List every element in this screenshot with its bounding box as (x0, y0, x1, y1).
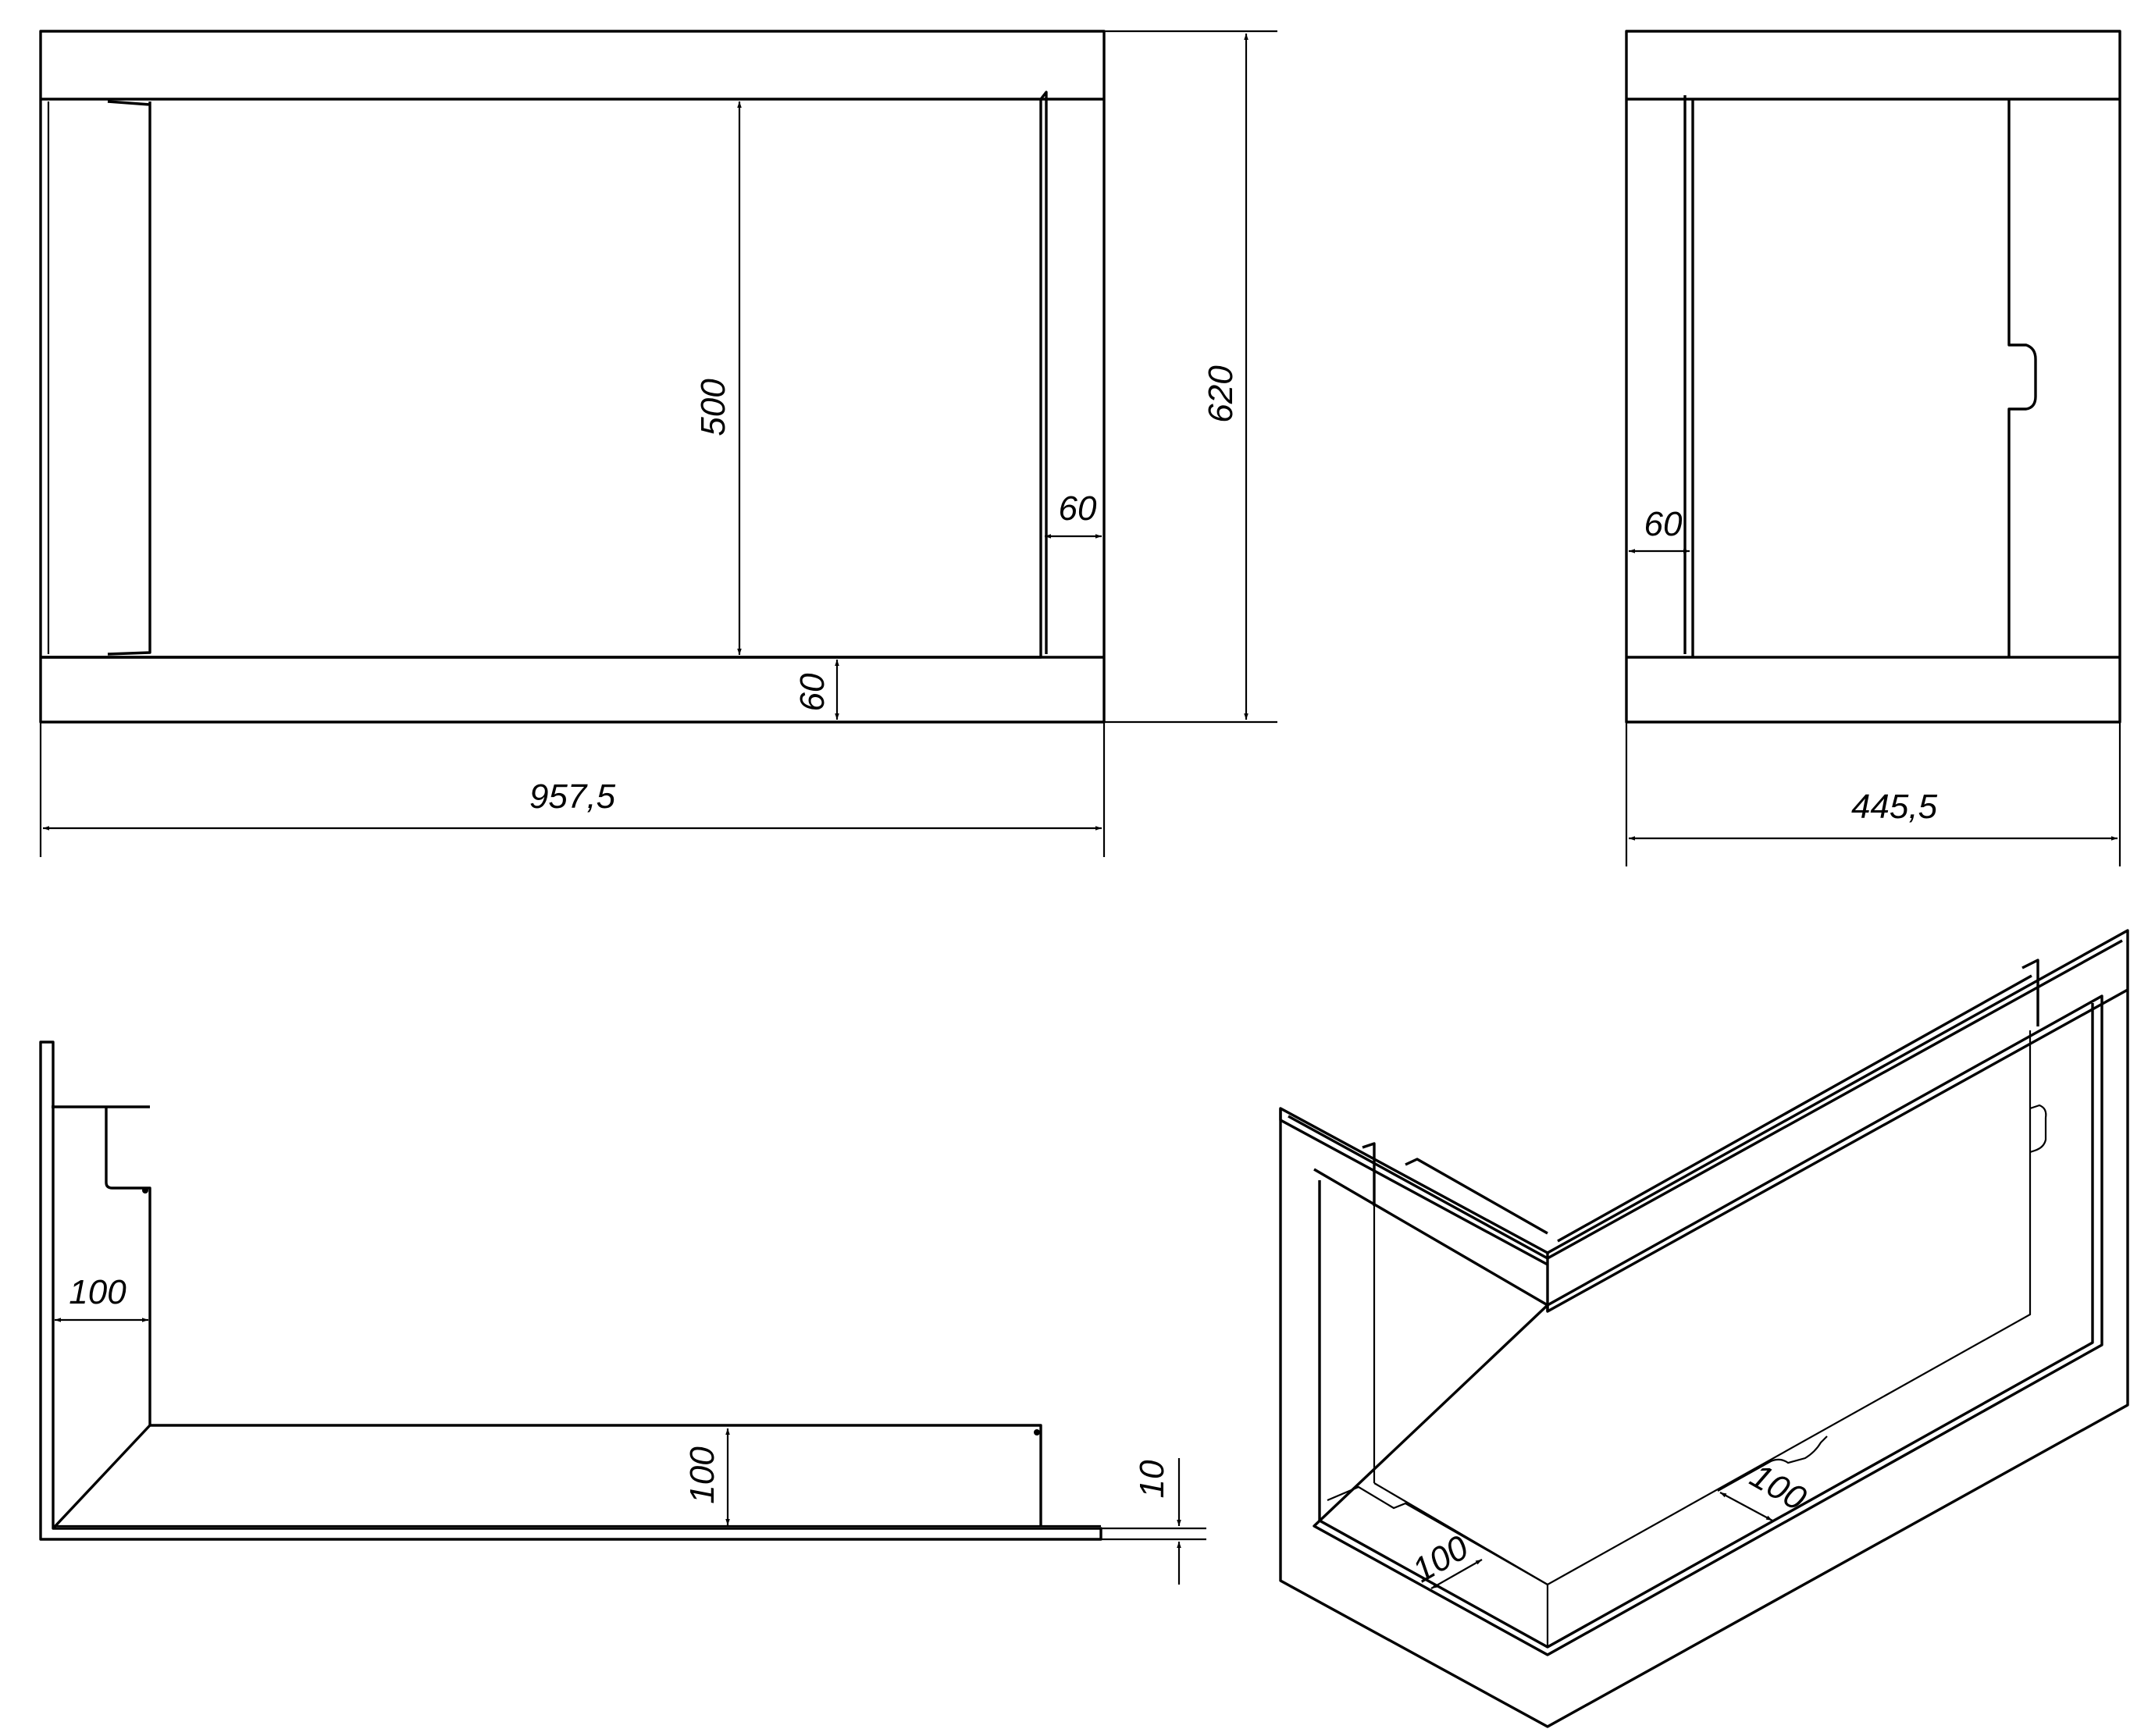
dim-label-957-5: 957,5 (529, 777, 616, 816)
dim-label-620: 620 (1202, 365, 1240, 423)
side-right-flange (2007, 99, 2037, 657)
plan-screw-top (142, 1187, 148, 1194)
iso-floor-left (1327, 1485, 1548, 1585)
front-inner-opening (41, 91, 1048, 659)
front-left-flange (107, 100, 151, 656)
iso-right-back-flange (1557, 959, 2039, 1243)
plan-corner-mitre (52, 1424, 151, 1530)
front-view: 500 60 60 620 957,5 (39, 30, 1277, 857)
iso-right-notch (2029, 1104, 2047, 1154)
dim-label-500: 500 (694, 379, 732, 436)
dim-label-100-left: 100 (69, 1273, 126, 1311)
dim-label-iso-100-right: 100 (1744, 1457, 1813, 1518)
side-outer-frame (1625, 30, 2121, 724)
dim-label-60-right: 60 (1059, 489, 1097, 528)
dim-label-100-front: 100 (683, 1446, 721, 1504)
plan-view: 100 100 10 (39, 1041, 1206, 1585)
iso-outer-frame (1279, 929, 2129, 1728)
plan-screw-bottom (1034, 1429, 1040, 1435)
side-inner-opening (1683, 95, 1694, 657)
front-outer-frame (39, 30, 1106, 724)
dim-line-iso-100-left (1430, 1559, 1483, 1589)
dim-line-iso-100-right (1719, 1492, 1773, 1521)
iso-left-back-flange (1362, 1142, 1548, 1235)
iso-outer-frame-front (1279, 988, 2128, 1313)
plan-outer-corner (39, 1041, 1102, 1541)
iso-top-edge (1288, 939, 2123, 1260)
dim-label-60-side: 60 (1644, 505, 1683, 543)
dim-label-445-5: 445,5 (1851, 788, 1938, 826)
iso-bottom-notch (1717, 1435, 1828, 1492)
dim-label-10: 10 (1133, 1460, 1171, 1498)
plan-inner-flange (52, 1105, 1042, 1526)
isometric-view: 100 100 (1279, 929, 2129, 1728)
iso-back-wall (1373, 1030, 2032, 1647)
side-view: 60 445,5 (1625, 30, 2121, 866)
dim-label-60-bottom: 60 (793, 673, 832, 711)
